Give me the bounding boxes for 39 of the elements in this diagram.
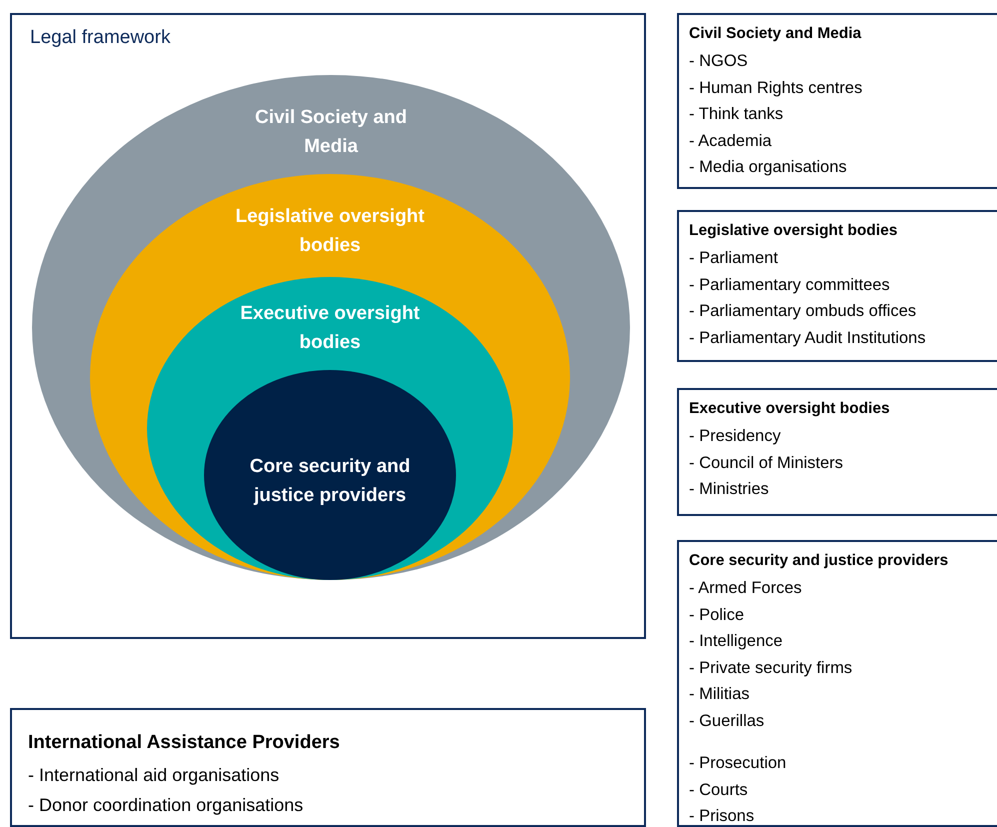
list-item: - Private security firms xyxy=(689,658,852,678)
list-item: - Police xyxy=(689,604,744,626)
list-panel xyxy=(677,540,997,827)
band-label: Executive oversight bodies xyxy=(239,302,421,355)
band-label: Core security and justice providers xyxy=(248,455,412,508)
list-panel xyxy=(677,388,997,516)
list-item: - Prisons xyxy=(689,806,754,827)
panel-heading: Core security and justice providers xyxy=(689,551,948,571)
list-item: - Prosecution xyxy=(689,753,786,774)
panel-heading: International Assistance Providers xyxy=(28,731,340,755)
list-item: - Armed Forces xyxy=(689,578,802,599)
list-item: - Parliamentary ombuds offices xyxy=(689,301,916,322)
list-item: - Think tanks xyxy=(689,104,784,125)
list-item: - Militias xyxy=(689,684,750,705)
panel-heading: Legislative oversight bodies xyxy=(689,221,898,241)
list-item: - NGOS xyxy=(689,51,748,72)
band-label: Civil Society and Media xyxy=(254,106,408,159)
list-panel xyxy=(10,708,646,827)
list-item: - Courts xyxy=(689,780,748,800)
list-item: - Council of Ministers xyxy=(689,452,844,474)
list-item: - Media organisations xyxy=(689,157,847,178)
list-item: - Parliamentary Audit Institutions xyxy=(689,328,926,348)
list-panel xyxy=(677,210,997,362)
list-item: - Ministries xyxy=(689,479,769,500)
frame-title: Legal framework xyxy=(30,27,170,49)
panel-heading: Civil Society and Media xyxy=(689,24,862,44)
list-panel xyxy=(677,13,997,189)
list-item: - Presidency xyxy=(689,426,781,447)
list-item: - Donor coordination organisations xyxy=(28,794,304,817)
list-item: - Parliament xyxy=(689,248,778,269)
frame-box xyxy=(10,13,646,639)
list-item: - International aid organisations xyxy=(28,764,280,787)
list-item: - Academia xyxy=(689,130,772,152)
list-item: - Parliamentary committees xyxy=(689,274,890,296)
list-item: - Intelligence xyxy=(689,631,783,652)
panel-heading: Executive oversight bodies xyxy=(689,399,890,419)
list-item: - Human Rights centres xyxy=(689,78,862,98)
band-label: Legislative oversight bodies xyxy=(234,205,426,258)
list-item: - Guerillas xyxy=(689,710,764,732)
